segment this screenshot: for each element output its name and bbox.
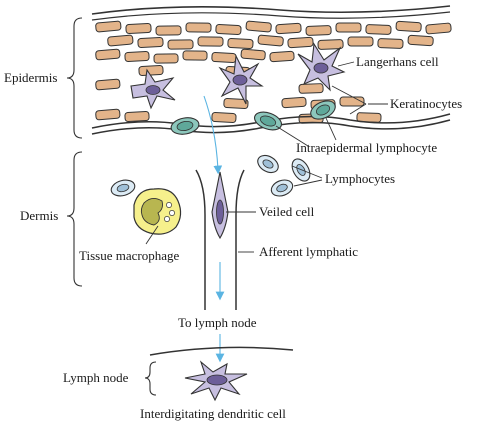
langerhans-cell-label: Langerhans cell bbox=[356, 54, 439, 69]
intraepidermal-lymphocyte bbox=[310, 100, 336, 120]
keratinocyte bbox=[124, 51, 150, 62]
keratinocyte bbox=[275, 22, 302, 35]
to-lymph-node-label: To lymph node bbox=[178, 315, 257, 330]
keratinocyte bbox=[167, 39, 194, 50]
keratinocyte bbox=[137, 37, 164, 48]
intraepidermal-lymphocyte bbox=[170, 117, 200, 135]
keratinocyte bbox=[124, 111, 150, 122]
keratinocyte bbox=[347, 36, 374, 47]
langerhans-cell bbox=[297, 42, 346, 92]
keratinocyte bbox=[223, 98, 249, 109]
dermis-bracket bbox=[66, 151, 83, 287]
leader-keratinocytes-1 bbox=[331, 85, 367, 105]
keratinocyte bbox=[227, 38, 254, 49]
keratinocyte bbox=[215, 24, 242, 35]
keratinocyte bbox=[211, 112, 237, 123]
keratinocytes-label: Keratinocytes bbox=[390, 96, 462, 111]
afferent-lymphatic-label: Afferent lymphatic bbox=[259, 244, 358, 259]
keratinocyte bbox=[185, 22, 212, 33]
keratinocyte bbox=[281, 96, 307, 109]
keratinocyte bbox=[197, 36, 224, 47]
leader-intraepidermal-2 bbox=[325, 117, 337, 141]
keratinocyte bbox=[153, 53, 179, 64]
veiled-cell bbox=[211, 171, 229, 240]
keratinocyte bbox=[317, 39, 344, 50]
keratinocyte bbox=[182, 50, 208, 61]
lymph-node-capsule bbox=[149, 346, 294, 356]
afferent-lymphatic-wall-right bbox=[235, 169, 245, 310]
skin-surface-line bbox=[91, 5, 451, 15]
keratinocyte bbox=[245, 20, 272, 33]
afferent-lymphatic-wall-left bbox=[195, 169, 206, 310]
leader-lymphocytes-1 bbox=[291, 165, 323, 179]
keratinocyte bbox=[138, 65, 164, 76]
dermis-region-label: Dermis bbox=[20, 208, 58, 223]
leader-intraepidermal-1 bbox=[275, 125, 309, 147]
interdigitating-dendritic-cell bbox=[184, 360, 248, 402]
leader-langerhans bbox=[337, 61, 355, 67]
keratinocyte bbox=[407, 34, 434, 47]
epidermis-region-label: Epidermis bbox=[4, 70, 57, 85]
intraepidermal-lymphocyte-label: Intraepidermal lymphocyte bbox=[296, 140, 437, 155]
keratinocyte bbox=[269, 50, 295, 63]
intraepidermal-lymphocyte bbox=[254, 111, 282, 131]
keratinocyte bbox=[211, 52, 237, 63]
interdigitating-dendritic-cell-label: Interdigitating dendritic cell bbox=[140, 406, 286, 421]
langerhans-cell bbox=[218, 54, 264, 105]
tissue-macrophage bbox=[133, 188, 182, 235]
dermis-layer bbox=[110, 154, 311, 310]
keratinocyte bbox=[377, 38, 404, 49]
keratinocyte bbox=[305, 25, 332, 36]
keratinocyte bbox=[107, 34, 134, 47]
lymph-node-region-label: Lymph node bbox=[63, 370, 129, 385]
lymphocyte bbox=[270, 179, 294, 197]
keratinocyte bbox=[425, 22, 452, 35]
keratinocyte bbox=[125, 23, 152, 34]
keratinocyte bbox=[395, 20, 422, 33]
keratinocyte bbox=[240, 48, 266, 61]
leader-keratinocytes-3 bbox=[349, 103, 367, 115]
lymphocyte bbox=[110, 179, 136, 197]
keratinocyte bbox=[95, 108, 121, 121]
veiled-cell-label: Veiled cell bbox=[259, 204, 315, 219]
lymph-node-bracket bbox=[144, 361, 157, 396]
basement-membrane-lower bbox=[91, 119, 451, 135]
lymphocyte bbox=[257, 154, 279, 174]
migration-arrow-epidermis-to-dermis bbox=[203, 95, 223, 175]
keratinocyte-group bbox=[95, 20, 452, 124]
skin-surface-line-inner bbox=[91, 11, 451, 21]
keratinocyte bbox=[155, 25, 182, 36]
keratinocyte bbox=[95, 48, 121, 61]
keratinocyte bbox=[95, 78, 121, 91]
keratinocyte bbox=[257, 34, 284, 47]
epidermis-bracket bbox=[66, 17, 83, 139]
langerhans-cell bbox=[130, 68, 176, 110]
leader-lines bbox=[145, 61, 388, 253]
keratinocyte bbox=[95, 20, 122, 33]
keratinocyte bbox=[287, 36, 314, 49]
leader-macrophage bbox=[145, 225, 159, 245]
leader-lymphocytes-2 bbox=[293, 179, 323, 187]
keratinocyte bbox=[365, 24, 392, 35]
lymph-node-region bbox=[149, 346, 294, 402]
lymphocytes-label: Lymphocytes bbox=[325, 171, 395, 186]
epidermis-layer bbox=[91, 5, 452, 135]
keratinocyte bbox=[335, 22, 362, 33]
tissue-macrophage-label: Tissue macrophage bbox=[79, 248, 179, 263]
keratinocyte bbox=[298, 83, 324, 94]
